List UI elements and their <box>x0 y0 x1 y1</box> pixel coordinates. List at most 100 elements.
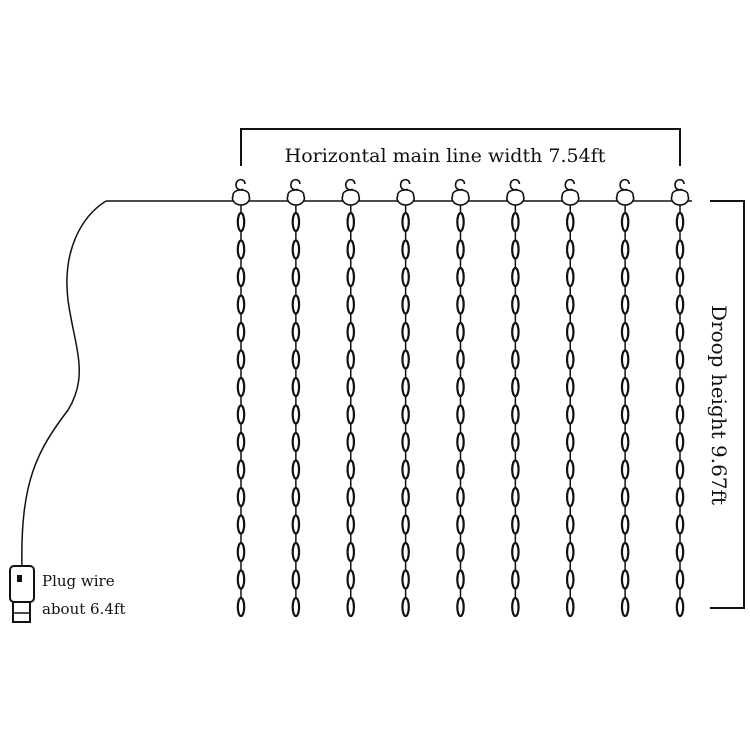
hook-icon <box>670 178 690 206</box>
bulb-icon <box>456 514 465 535</box>
bulb-icon <box>346 596 356 618</box>
bulb-icon <box>565 514 575 535</box>
bulb-icon <box>675 239 685 260</box>
bulb-icon <box>620 376 630 398</box>
light-strand <box>286 178 306 618</box>
bulb-icon <box>401 211 410 233</box>
bulb-icon <box>401 431 410 453</box>
bulb-icon <box>401 349 410 370</box>
bulb-icon <box>401 321 410 343</box>
bulb-icon <box>401 569 410 590</box>
bulb-icon <box>456 404 465 425</box>
bulb-icon <box>620 596 630 618</box>
bulb-icon <box>236 376 246 398</box>
bulb-icon <box>620 294 630 315</box>
hook-icon <box>560 178 580 206</box>
bulb-icon <box>565 266 575 288</box>
light-strand <box>341 178 361 618</box>
bulb-icon <box>511 321 520 343</box>
bulb-icon <box>511 239 520 260</box>
bulb-icon <box>565 541 575 563</box>
bulb-icon <box>675 596 685 618</box>
bulb-icon <box>346 211 356 233</box>
bulb-icon <box>291 596 301 618</box>
bulb-icon <box>511 431 520 453</box>
bulb-icon <box>401 404 410 425</box>
bulb-icon <box>675 321 685 343</box>
bulb-icon <box>236 569 246 590</box>
bulb-icon <box>511 349 520 370</box>
bulb-icon <box>291 321 301 343</box>
bulb-icon <box>346 514 356 535</box>
light-strand <box>231 178 251 618</box>
bulb-icon <box>456 431 465 453</box>
bulb-icon <box>291 459 301 480</box>
bulb-icon <box>565 486 575 508</box>
bulb-icon <box>236 514 246 535</box>
bulb-icon <box>401 459 410 480</box>
bulb-icon <box>401 514 410 535</box>
bulb-icon <box>291 569 301 590</box>
light-strand <box>615 178 635 618</box>
bulb-icon <box>675 404 685 425</box>
bulb-icon <box>291 211 301 233</box>
bulb-icon <box>456 294 465 315</box>
bulb-icon <box>620 239 630 260</box>
bulb-icon <box>675 569 685 590</box>
bulb-icon <box>565 596 575 618</box>
bulb-icon <box>346 404 356 425</box>
bulb-icon <box>456 266 465 288</box>
bulb-icon <box>291 376 301 398</box>
bulb-icon <box>620 431 630 453</box>
plug-label-line2: about 6.4ft <box>42 600 125 618</box>
hook-icon <box>506 178 525 206</box>
bulb-icon <box>511 266 520 288</box>
bulb-icon <box>511 596 520 618</box>
bulb-icon <box>620 404 630 425</box>
bulb-icon <box>620 569 630 590</box>
bulb-icon <box>236 459 246 480</box>
hook-icon <box>615 178 635 206</box>
bulb-icon <box>291 486 301 508</box>
bulb-icon <box>675 541 685 563</box>
bulb-icon <box>346 321 356 343</box>
light-strands <box>231 178 690 618</box>
bulb-icon <box>346 541 356 563</box>
bulb-icon <box>291 404 301 425</box>
bulb-icon <box>236 321 246 343</box>
bulb-icon <box>291 239 301 260</box>
bulb-icon <box>236 596 246 618</box>
bulb-icon <box>620 266 630 288</box>
bulb-icon <box>346 431 356 453</box>
bulb-icon <box>346 294 356 315</box>
bulb-icon <box>346 266 356 288</box>
bulb-icon <box>291 431 301 453</box>
bulb-icon <box>675 514 685 535</box>
bulb-icon <box>675 266 685 288</box>
bulb-icon <box>620 211 630 233</box>
bulb-icon <box>401 294 410 315</box>
bulb-icon <box>236 239 246 260</box>
bulb-icon <box>511 211 520 233</box>
hook-icon <box>231 178 251 206</box>
bulb-icon <box>511 459 520 480</box>
bulb-icon <box>346 349 356 370</box>
bulb-icon <box>511 541 520 563</box>
bulb-icon <box>236 431 246 453</box>
bulb-icon <box>675 294 685 315</box>
bulb-icon <box>456 459 465 480</box>
bulb-icon <box>565 294 575 315</box>
height-bracket <box>710 200 745 609</box>
light-strand <box>451 178 470 618</box>
bulb-icon <box>236 486 246 508</box>
bulb-icon <box>511 514 520 535</box>
plug-label-line1: Plug wire <box>42 572 115 590</box>
bulb-icon <box>620 349 630 370</box>
bulb-icon <box>511 294 520 315</box>
bulb-icon <box>401 596 410 618</box>
bulb-icon <box>675 486 685 508</box>
bulb-icon <box>511 376 520 398</box>
bulb-icon <box>456 596 465 618</box>
bulb-icon <box>565 376 575 398</box>
